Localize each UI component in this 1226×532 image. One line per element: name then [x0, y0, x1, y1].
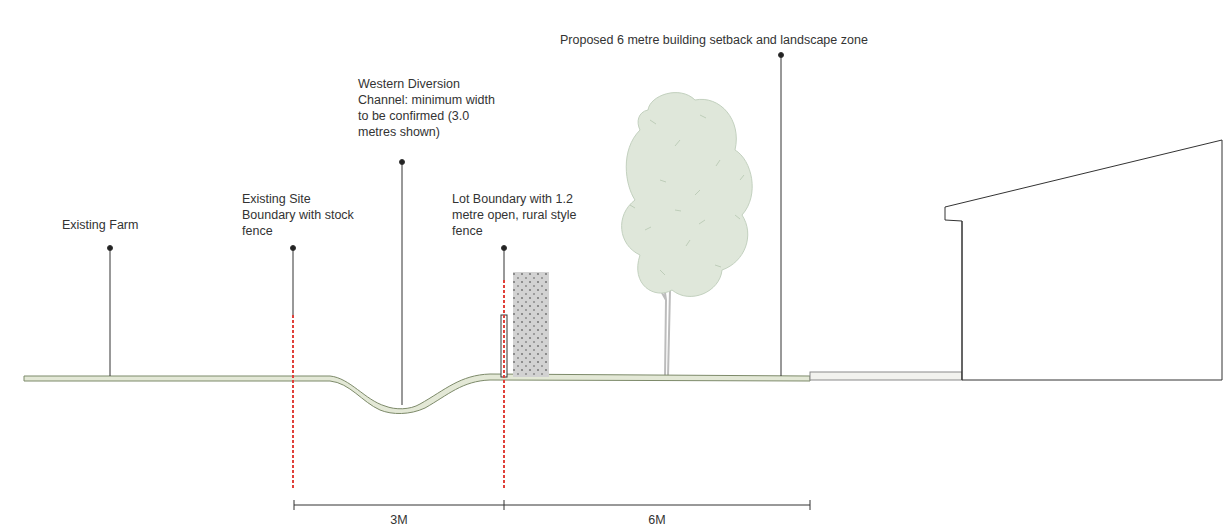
site-boundary-line	[292, 315, 294, 490]
zone-label: Proposed 6 metre building setback and la…	[560, 32, 980, 48]
hedge	[513, 272, 549, 377]
building-outline	[945, 140, 1222, 380]
dimension-lines	[294, 500, 810, 510]
boundary-label: Existing Site Boundary with stock fence	[242, 191, 364, 239]
fence-label: Lot Boundary with 1.2 metre open, rural …	[452, 191, 602, 239]
channel-label: Western Diversion Channel: minimum width…	[358, 76, 508, 140]
ground-section	[24, 374, 810, 414]
farm-label: Existing Farm	[62, 217, 162, 233]
dimension-text: 6M	[645, 512, 668, 528]
paving	[810, 372, 962, 380]
tree	[622, 93, 753, 377]
lot-boundary-line	[503, 280, 505, 490]
dimension-text: 3M	[387, 512, 410, 528]
leader-lines	[108, 53, 784, 406]
hedge-texture	[513, 272, 549, 377]
